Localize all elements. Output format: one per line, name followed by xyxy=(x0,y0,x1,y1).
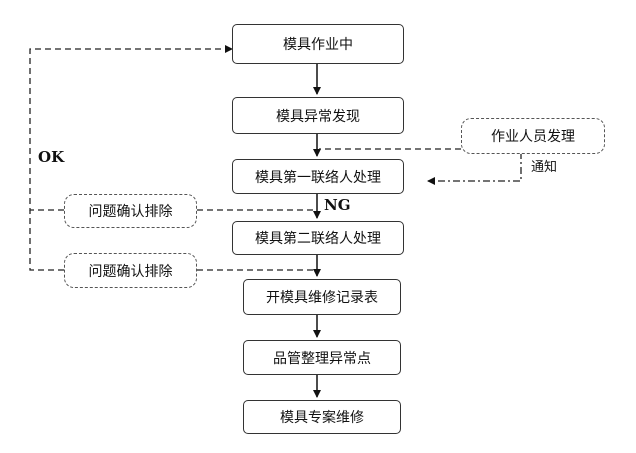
ok-feedback-loop xyxy=(29,45,233,271)
step-open-repair-record: 开模具维修记录表 xyxy=(243,279,401,315)
step-mold-project-repair: 模具专案维修 xyxy=(243,400,401,434)
notify-connector xyxy=(427,152,522,185)
step-second-contact-handling: 模具第二联络人处理 xyxy=(232,221,404,255)
step-first-contact-handling: 模具第一联络人处理 xyxy=(232,159,404,194)
operator-report-box: 作业人员发理 xyxy=(461,118,605,154)
step-mold-in-operation: 模具作业中 xyxy=(232,24,404,64)
ok-label: OK xyxy=(38,148,65,166)
notify-label: 通知 xyxy=(531,160,558,175)
problem-confirm-box-1: 问题确认排除 xyxy=(64,194,197,228)
step-qc-organize-anomalies: 品管整理异常点 xyxy=(243,340,401,375)
ng-label: NG xyxy=(324,196,351,214)
step-mold-anomaly-found: 模具异常发现 xyxy=(232,97,404,134)
problem-confirm-box-2: 问题确认排除 xyxy=(64,253,197,288)
